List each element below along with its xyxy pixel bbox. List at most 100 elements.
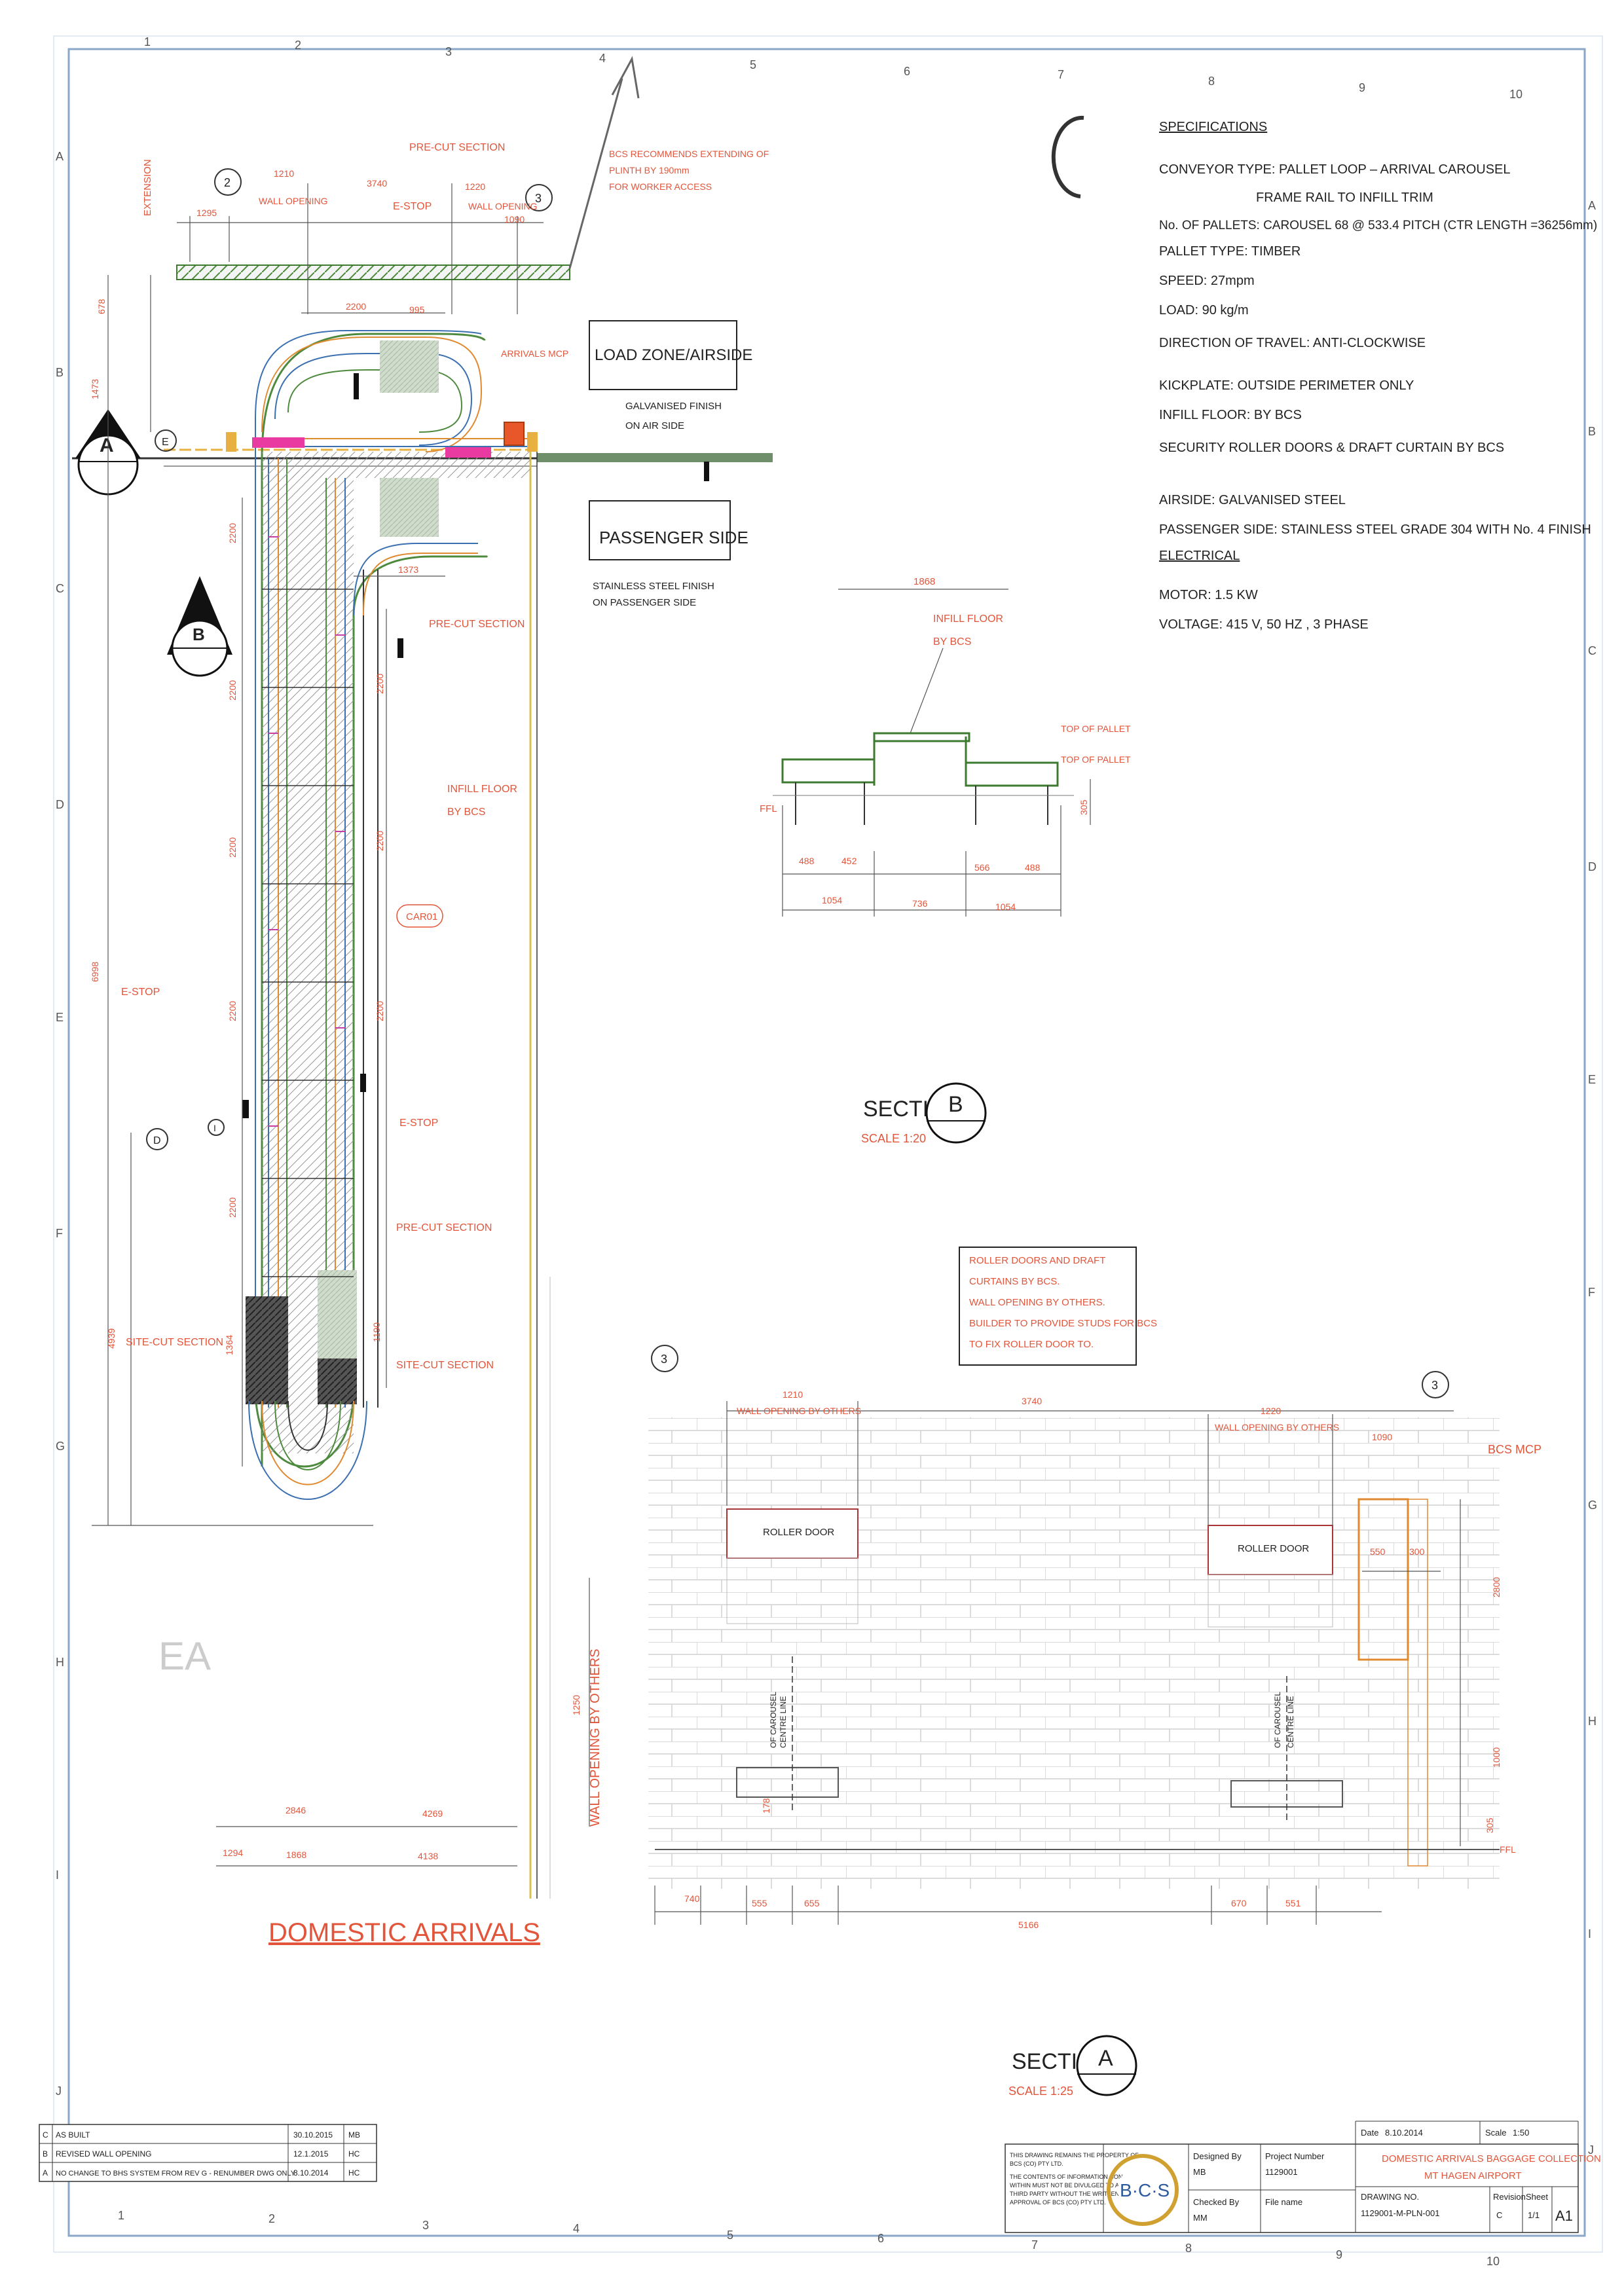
pallet-frame-right [965, 761, 1059, 787]
dim: 670 [1231, 1898, 1247, 1908]
row-ref: B [56, 366, 64, 379]
centre-line-left-label-2: OF CAROUSEL [769, 1692, 778, 1748]
bottom-loop [261, 1400, 354, 1485]
spec-security: SECURITY ROLLER DOORS & DRAFT CURTAIN BY… [1159, 441, 1504, 455]
row-ref: I [1588, 1927, 1591, 1941]
date-label: Date [1361, 2128, 1378, 2138]
grid-bubble-i-label: I [213, 1123, 216, 1133]
car01-label: CAR01 [406, 911, 437, 922]
dim: 655 [804, 1898, 820, 1908]
section-marker-b-label: B [193, 625, 205, 644]
centre-line-right-label-2: OF CAROUSEL [1273, 1692, 1282, 1748]
col-ref: 1 [144, 35, 151, 48]
pre-cut-section-bottom [318, 1270, 357, 1362]
row-ref: A [1588, 199, 1596, 212]
pre-cut-section-label-2: PRE-CUT SECTION [429, 619, 525, 630]
revision-label: Revision [1493, 2192, 1526, 2202]
ffl-label-a: FFL [1500, 1844, 1516, 1855]
dim: 1373 [398, 564, 418, 575]
grid-bubble-3 [525, 184, 553, 211]
e-stop-label-right: E-STOP [399, 1118, 438, 1129]
rev-by: MB [348, 2130, 360, 2140]
spec-direction: DIRECTION OF TRAVEL: ANTI-CLOCKWISE [1159, 336, 1426, 350]
section-a-bubble-letter: A [1098, 2046, 1113, 2071]
conveyor-frame-left [736, 1767, 839, 1798]
scale-label: Scale [1485, 2128, 1507, 2138]
centre-line-right-label: CENTRE LINE [1286, 1696, 1295, 1748]
rev-date: 30.10.2015 [293, 2130, 333, 2140]
row-ref: E [56, 1011, 64, 1024]
section-b: 1868 INFILL FLOOR BY BCS TOP OF PALLET T… [760, 576, 1131, 1145]
dim: 1364 [224, 1335, 234, 1355]
dim: 1294 [223, 1848, 243, 1858]
checked-by-value: MM [1193, 2213, 1208, 2223]
dim: 2200 [227, 1197, 238, 1218]
row-ref: F [56, 1227, 63, 1240]
grid-bubble-d-label: D [153, 1135, 161, 1146]
row-ref: H [56, 1656, 64, 1669]
spec-airside: AIRSIDE: GALVANISED STEEL [1159, 493, 1346, 507]
spec-voltage: VOLTAGE: 415 V, 50 HZ , 3 PHASE [1159, 617, 1369, 632]
dim: 566 [974, 862, 990, 873]
section-b-legs [773, 782, 1074, 825]
wall-opening-right-label: WALL OPENING BY OTHERS [1215, 1422, 1339, 1432]
project-number-label: Project Number [1265, 2151, 1325, 2161]
grid-bubble-3-label: 3 [535, 192, 542, 205]
dim: 1220 [1261, 1406, 1281, 1416]
dim: 678 [96, 299, 107, 314]
dim: 305 [1485, 1817, 1495, 1833]
rev-code: B [43, 2149, 48, 2159]
spec-motor: MOTOR: 1.5 KW [1159, 588, 1258, 602]
col-ref: 2 [295, 39, 301, 52]
dim: 2846 [286, 1805, 306, 1815]
section-b-bubble [925, 1082, 987, 1144]
dim: 488 [1025, 862, 1041, 873]
copyright-4: WITHIN MUST NOT BE DIVULGED TO A [1010, 2182, 1119, 2189]
row-ref: C [1588, 644, 1596, 657]
row-ref: D [1588, 860, 1596, 873]
copyright-6: APPROVAL OF BCS (CO) PTY LTD. [1010, 2199, 1106, 2206]
roller-door-note-box [959, 1247, 1137, 1366]
section-marker-b: B [167, 576, 232, 677]
site-cut-section-right [318, 1358, 357, 1404]
section-marker-a-label: A [100, 435, 114, 456]
project-number-value: 1129001 [1265, 2167, 1298, 2177]
section-a-scale: SCALE 1:25 [1008, 2085, 1073, 2098]
col-ref: 6 [877, 2232, 884, 2245]
file-name-label: File name [1265, 2197, 1302, 2207]
extension-label: EXTENSION [142, 159, 153, 216]
domestic-arrivals-title: DOMESTIC ARRIVALS [268, 1918, 540, 1947]
col-ref: 5 [727, 2229, 733, 2242]
pallet-pitch-marks [268, 536, 345, 1127]
spec-heading: SPECIFICATIONS [1159, 120, 1267, 134]
row-grid-refs: A B C D E F G H I J A B C D E F G H I J [56, 150, 1597, 2157]
centre-line-left-label: CENTRE LINE [779, 1696, 788, 1748]
rev-date: 8.10.2014 [293, 2168, 329, 2178]
dim: 300 [1409, 1546, 1425, 1557]
wall-opening-left-label: WALL OPENING BY OTHERS [737, 1406, 861, 1416]
galvanised-finish-2: ON AIR SIDE [625, 420, 684, 431]
note-line-2: CURTAINS BY BCS. [969, 1276, 1060, 1287]
dim: 3740 [1022, 1396, 1042, 1406]
date-value: 8.10.2014 [1385, 2128, 1423, 2138]
e-stop-marker [360, 1074, 366, 1092]
carousel-top-loop-green [287, 369, 463, 433]
dim: 1090 [1372, 1432, 1392, 1442]
carousel-top-loop-inner [274, 353, 473, 446]
dim: 488 [799, 856, 815, 866]
dim: 4939 [106, 1328, 117, 1349]
drawing-frame [67, 48, 1586, 2237]
pre-cut-section-bend [380, 478, 439, 537]
col-ref: 9 [1359, 81, 1365, 94]
note-line-1: ROLLER DOORS AND DRAFT [969, 1255, 1105, 1266]
designed-by-value: MB [1193, 2167, 1206, 2177]
spec-pallet-type: PALLET TYPE: TIMBER [1159, 244, 1301, 259]
plan-view: 2 3 E D I A B [72, 56, 773, 1947]
grid-bubble-e [155, 429, 177, 452]
grid-bubble-2 [214, 168, 242, 196]
col-ref: 2 [268, 2212, 275, 2225]
e-stop-label-top: E-STOP [393, 201, 432, 212]
dim: 2200 [375, 1001, 385, 1021]
wall-opening-label-left: WALL OPENING [259, 196, 328, 206]
dim: 2200 [227, 680, 238, 701]
